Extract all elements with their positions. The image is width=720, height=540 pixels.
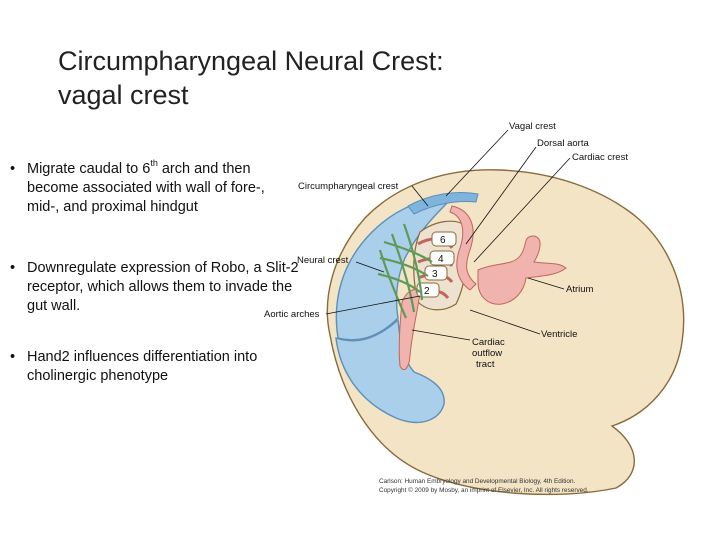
leader-ventricle	[469, 309, 541, 335]
arch-box-6	[431, 231, 457, 247]
arch-number-2: 2	[424, 286, 430, 297]
atrium-shape	[477, 235, 567, 305]
leader-atrium	[527, 277, 565, 290]
bullet-migrate-text-b: arch and then become associated with wal…	[27, 161, 265, 215]
crest-streams	[377, 223, 433, 319]
bullet-robo: Downregulate expression of Robo, a Slit-…	[10, 259, 300, 316]
bullet-migrate-superscript: th	[150, 158, 158, 169]
label-cardiac-outflow-2: outflow	[472, 348, 502, 359]
label-dorsal-aorta: Dorsal aorta	[537, 138, 589, 149]
arch-number-4: 4	[438, 254, 444, 265]
leader-vagal-crest	[445, 129, 509, 197]
crest-stream-1	[383, 240, 433, 263]
leader-cardiac-crest	[473, 157, 571, 263]
forebrain	[335, 318, 445, 424]
label-cardiac-outflow-3: tract	[476, 359, 495, 370]
label-aortic-arches: Aortic arches	[264, 309, 320, 320]
label-cardiac-outflow-1: Cardiac	[472, 337, 505, 348]
crest-stream-6	[402, 223, 424, 301]
bullet-migrate-text-a: Migrate caudal to 6	[27, 161, 151, 177]
neural-tube	[335, 197, 454, 341]
slide-title: Circumpharyngeal Neural Crest: vagal cre…	[58, 44, 518, 112]
credit-line-1: Carlson: Human Embryology and Developmen…	[379, 478, 576, 485]
slide-title-line-2: vagal crest	[58, 80, 189, 110]
crest-stream-3	[377, 272, 421, 293]
bullet-hand2: Hand2 influences differentiation into ch…	[10, 348, 300, 386]
label-atrium: Atrium	[566, 284, 594, 295]
leader-aortic-arches	[325, 295, 421, 315]
arch-number-3: 3	[432, 269, 438, 280]
arch-number-6: 6	[440, 235, 446, 246]
arch-box-4	[429, 250, 455, 266]
dorsal-neural-tube	[407, 192, 479, 215]
crest-stream-5	[390, 233, 416, 313]
label-neural-crest: Neural crest	[297, 255, 349, 266]
credit-line-2: Copyright © 2009 by Mosby, an imprint of…	[379, 487, 589, 494]
leader-circumpharyngeal-crest	[411, 185, 429, 207]
leader-cardiac-outflow-tract	[411, 329, 471, 341]
label-ventricle: Ventricle	[541, 329, 577, 340]
figure-credit: Carlson: Human Embryology and Developmen…	[379, 477, 619, 495]
leader-lines	[325, 129, 571, 341]
crest-stream-2	[379, 256, 429, 277]
slide-title-line-1: Circumpharyngeal Neural Crest:	[58, 46, 444, 76]
crest-stream-4	[378, 249, 408, 319]
label-circumpharyngeal-crest: Circumpharyngeal crest	[298, 181, 399, 192]
label-vagal-crest: Vagal crest	[509, 121, 556, 132]
bullet-migrate: Migrate caudal to 6th arch and then beco…	[10, 158, 300, 217]
leader-dorsal-aorta	[465, 146, 537, 245]
leader-neural-crest	[355, 261, 385, 273]
bullet-list: Migrate caudal to 6th arch and then beco…	[10, 158, 300, 386]
label-cardiac-crest: Cardiac crest	[572, 152, 628, 163]
